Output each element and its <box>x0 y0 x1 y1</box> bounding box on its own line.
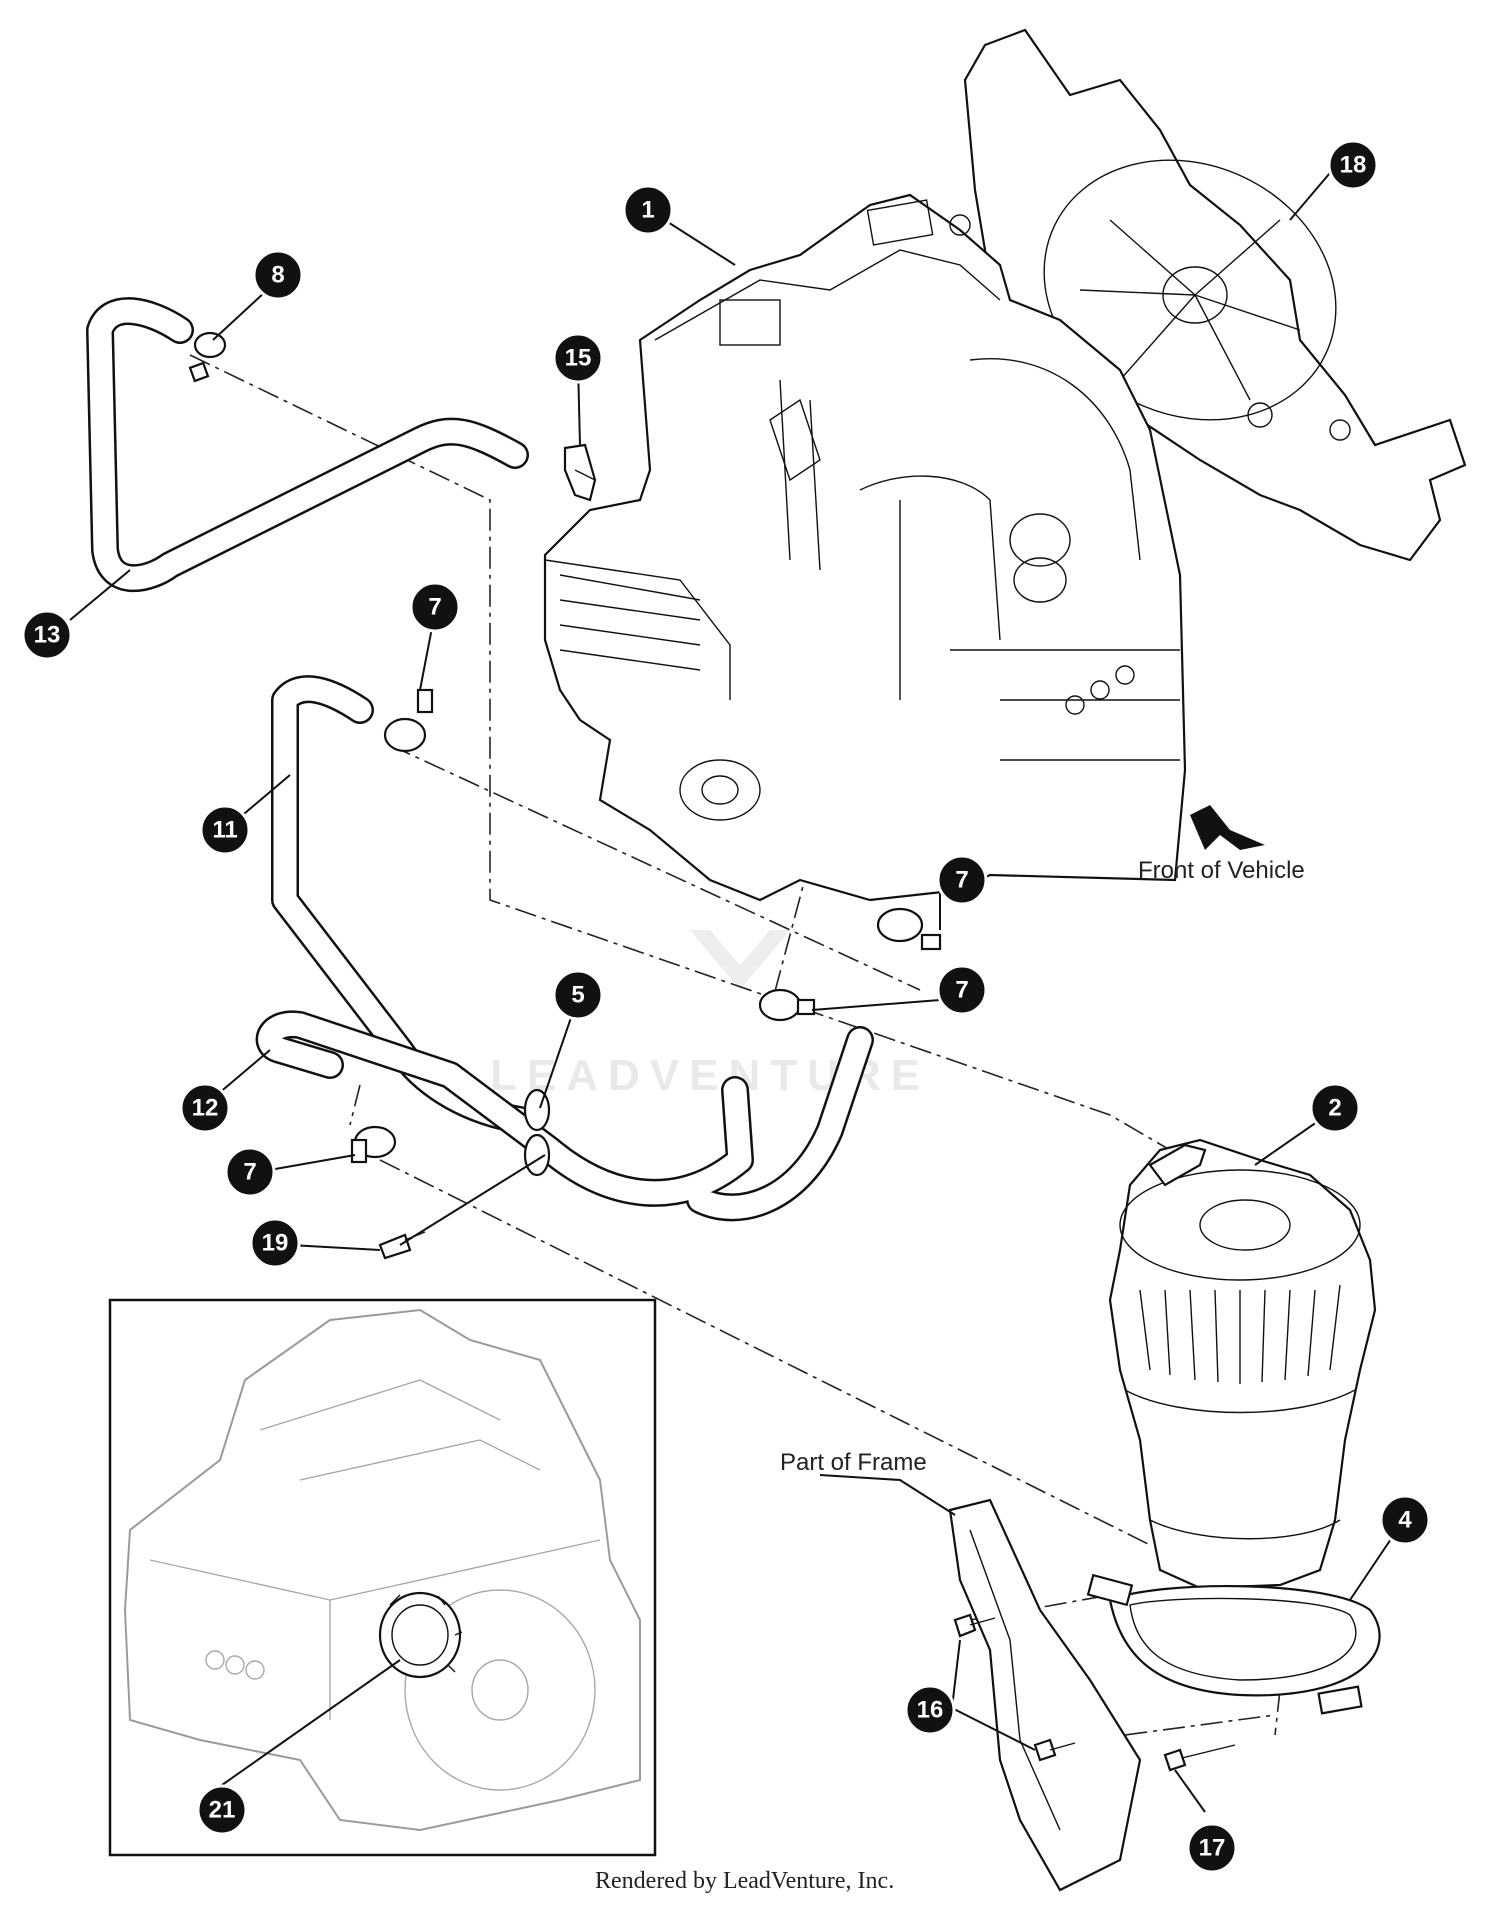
callout-11: 11 <box>199 804 251 856</box>
svg-text:7: 7 <box>955 867 968 894</box>
svg-text:8: 8 <box>271 262 284 289</box>
strap-part-4 <box>1086 1573 1381 1715</box>
callout-5: 5 <box>552 969 604 1021</box>
svg-text:7: 7 <box>428 594 441 621</box>
frame-part <box>948 1498 1142 1892</box>
callout-18: 18 <box>1327 139 1379 191</box>
svg-text:2: 2 <box>1328 1095 1341 1122</box>
footer-credit: Rendered by LeadVenture, Inc. <box>595 1868 894 1894</box>
callout-12: 12 <box>179 1082 231 1134</box>
sensor-part-15 <box>563 443 597 502</box>
hose-assembly-part-12 <box>255 1010 874 1222</box>
svg-text:7: 7 <box>243 1159 256 1186</box>
callout-4: 4 <box>1379 1494 1431 1546</box>
svg-text:12: 12 <box>192 1095 219 1122</box>
svg-text:13: 13 <box>34 622 61 649</box>
bolt-part-16-lower <box>1033 1738 1076 1762</box>
svg-text:16: 16 <box>917 1697 944 1724</box>
svg-text:15: 15 <box>565 345 592 372</box>
engine-assembly <box>543 193 1187 902</box>
svg-text:11: 11 <box>212 817 237 844</box>
front-of-vehicle-arrow <box>1190 805 1265 850</box>
hose-part-13 <box>86 297 529 593</box>
callout-7-lower: 7 <box>224 1146 276 1198</box>
svg-text:5: 5 <box>571 982 584 1009</box>
svg-text:4: 4 <box>1398 1507 1412 1534</box>
callout-7-upper: 7 <box>409 581 461 633</box>
bolt-part-16-upper <box>953 1613 996 1638</box>
callout-7-right: 7 <box>936 854 988 906</box>
callout-8: 8 <box>252 249 304 301</box>
callout-19: 19 <box>249 1217 301 1269</box>
svg-text:7: 7 <box>955 977 968 1004</box>
svg-text:17: 17 <box>1199 1835 1226 1862</box>
clamp-part-7-right <box>876 907 942 951</box>
dashed-assembly-lines <box>189 354 1281 1746</box>
callout-21: 21 <box>196 1784 248 1836</box>
clamp-part-7-upper <box>383 688 434 753</box>
clamp-part-8 <box>188 331 227 383</box>
callout-15: 15 <box>552 332 604 384</box>
clamp-part-7-lower <box>350 1125 397 1164</box>
screw-part-19 <box>378 1231 426 1260</box>
svg-text:19: 19 <box>262 1230 289 1257</box>
callout-1: 1 <box>622 184 674 236</box>
leader-lines <box>69 166 1398 1813</box>
part-of-frame-label: Part of Frame <box>780 1449 927 1476</box>
callout-7-extra: 7 <box>936 964 988 1016</box>
callout-17: 17 <box>1186 1822 1238 1874</box>
inset-view <box>108 1298 657 1857</box>
front-of-vehicle-label: Front of Vehicle <box>1138 857 1305 884</box>
svg-text:1: 1 <box>641 197 654 224</box>
watermark: LEADVENTURE <box>490 930 920 1100</box>
clamp-part-7-middle <box>758 988 816 1022</box>
filter-assembly <box>1108 1138 1377 1590</box>
oil-filter-part-21 <box>378 1591 463 1679</box>
bolt-part-17 <box>1163 1744 1236 1772</box>
svg-text:21: 21 <box>209 1797 236 1824</box>
direction-arrow-icon <box>1190 805 1265 850</box>
callout-2: 2 <box>1309 1082 1361 1134</box>
svg-text:18: 18 <box>1340 152 1367 179</box>
callout-13: 13 <box>21 609 73 661</box>
callout-16: 16 <box>904 1684 956 1736</box>
